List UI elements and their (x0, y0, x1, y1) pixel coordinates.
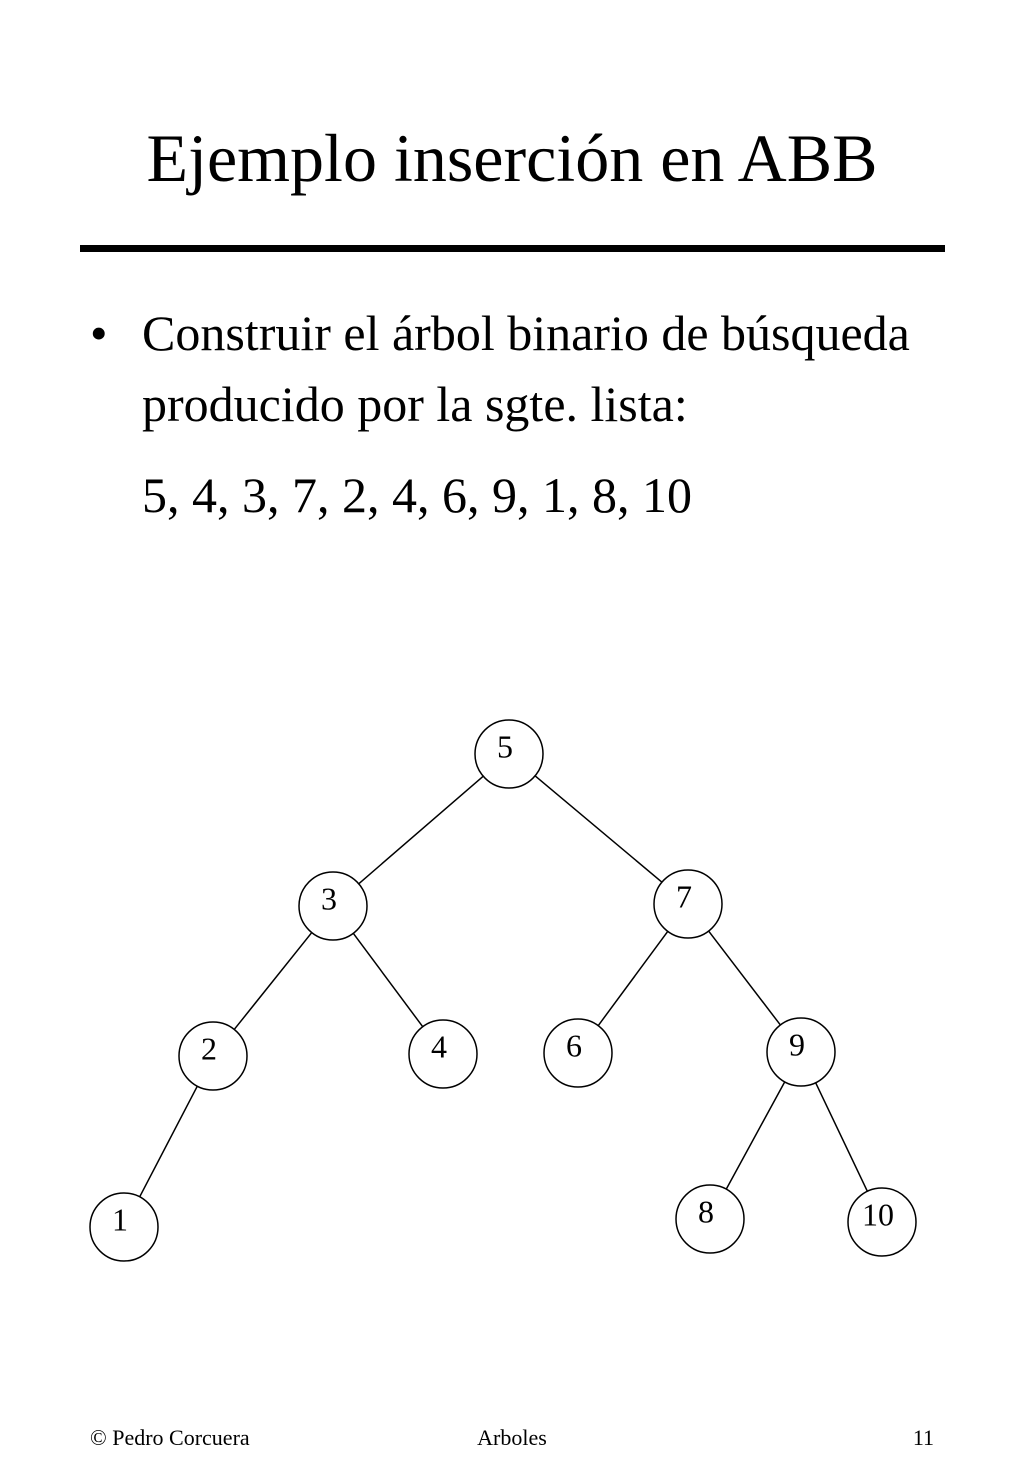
tree-node-label: 7 (676, 878, 692, 914)
tree-node-6: 6 (543, 1018, 613, 1088)
bullet-text: Construir el árbol binario de búsqueda p… (142, 305, 910, 432)
tree-node-circle (675, 1184, 745, 1254)
tree-node-label: 1 (112, 1201, 128, 1237)
bullet-symbol: • (90, 305, 108, 361)
tree-node-9: 9 (766, 1017, 836, 1087)
tree-node-label: 4 (431, 1028, 447, 1064)
tree-edge-n2-n1 (139, 1085, 198, 1198)
tree-node-1: 1 (89, 1192, 159, 1262)
footer-topic: Arboles (477, 1425, 547, 1450)
tree-node-label: 8 (698, 1193, 714, 1229)
tree-node-circle (178, 1021, 248, 1091)
tree-node-circle (408, 1019, 478, 1089)
insertion-sequence: 5, 4, 3, 7, 2, 4, 6, 9, 1, 8, 10 (142, 467, 692, 523)
slide-title: Ejemplo inserción en ABB (146, 120, 878, 196)
tree-edge-n5-n3 (358, 775, 484, 885)
tree-edge-n9-n8 (725, 1081, 786, 1190)
tree-node-8: 8 (675, 1184, 745, 1254)
tree-node-circle (766, 1017, 836, 1087)
tree-edge-n5-n7 (534, 775, 663, 883)
tree-node-label: 5 (497, 728, 513, 764)
tree-edge-n3-n4 (352, 932, 424, 1028)
tree-node-circle (474, 719, 544, 789)
tree-edge-n7-n6 (597, 930, 669, 1027)
tree-node-4: 4 (408, 1019, 478, 1089)
tree-node-label: 9 (789, 1026, 805, 1062)
bullet-list: • Construir el árbol binario de búsqueda… (90, 298, 970, 531)
tree-node-circle (298, 871, 368, 941)
tree-node-3: 3 (298, 871, 368, 941)
tree-node-circle (653, 869, 723, 939)
bullet-item: • Construir el árbol binario de búsqueda… (90, 298, 970, 440)
tree-node-label: 6 (566, 1027, 582, 1063)
tree-node-label: 10 (862, 1196, 894, 1232)
tree-edge-n9-n10 (814, 1082, 869, 1192)
tree-node-circle (847, 1187, 917, 1257)
footer-page-number: 11 (912, 1425, 934, 1450)
tree-edge-n3-n2 (233, 932, 313, 1030)
title-divider (80, 245, 945, 252)
tree-node-circle (89, 1192, 159, 1262)
tree-node-circle (543, 1018, 613, 1088)
tree-node-10: 10 (847, 1187, 917, 1257)
tree-node-7: 7 (653, 869, 723, 939)
tree-node-2: 2 (178, 1021, 248, 1091)
tree-edge-n7-n9 (708, 930, 781, 1026)
footer-author: © Pedro Corcuera (90, 1425, 250, 1450)
tree-node-label: 2 (201, 1030, 217, 1066)
tree-node-5: 5 (474, 719, 544, 789)
tree-node-label: 3 (321, 880, 337, 916)
